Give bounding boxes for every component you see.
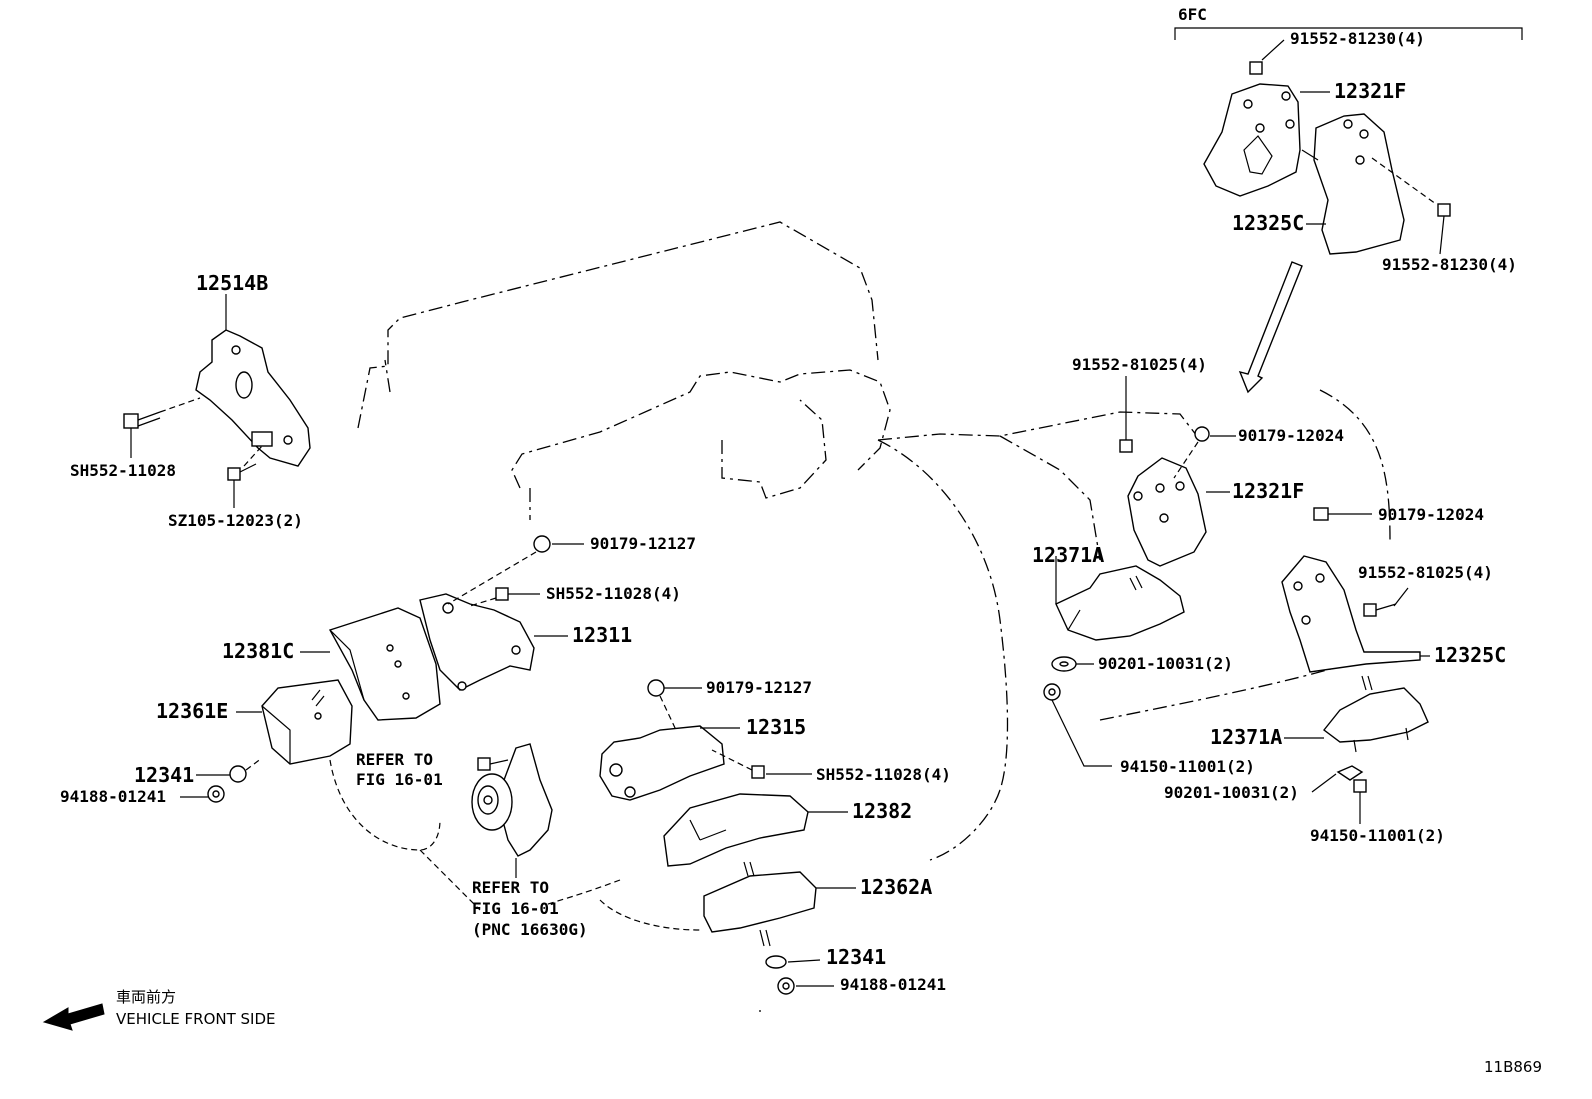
- label-refer-a-2: FIG 16-01: [356, 770, 443, 789]
- bracket-12315: [599, 725, 725, 801]
- label-refer-b-3: (PNC 16630G): [472, 920, 588, 939]
- label-91552-81230-top: 91552-81230(4): [1290, 29, 1425, 48]
- label-12325C-mid: 12325C: [1434, 643, 1506, 667]
- label-12361E: 12361E: [156, 699, 228, 723]
- label-sh552-11028-4-b: SH552-11028(4): [816, 765, 951, 784]
- label-12311: 12311: [572, 623, 632, 647]
- nut-90179-12127-b: [647, 679, 677, 731]
- front-label-jp: 車両前方: [116, 988, 176, 1006]
- label-12321F-mid: 12321F: [1232, 479, 1304, 503]
- label-refer-a-1: REFER TO: [356, 750, 433, 769]
- bolt-sh552-11028-4a: [469, 587, 509, 607]
- nut-94188-left: [207, 785, 225, 803]
- label-refer-b-2: FIG 16-01: [472, 899, 559, 918]
- label-90179-12024-a: 90179-12024: [1238, 426, 1344, 445]
- figure-id: 11B869: [1484, 1058, 1542, 1076]
- label-94188-01241-left: 94188-01241: [60, 787, 166, 806]
- label-94150-11001-a: 94150-11001(2): [1120, 757, 1255, 776]
- pulley-bracket: [471, 743, 553, 857]
- nut-90179-12024-b: [1313, 507, 1329, 521]
- insulator-12361E: [261, 679, 353, 765]
- label-90179-12127-a: 90179-12127: [590, 534, 696, 553]
- front-label-en: VEHICLE FRONT SIDE: [116, 1010, 276, 1028]
- nut-94188-center: [777, 977, 795, 995]
- insulator-12371A-left: [1055, 565, 1185, 641]
- bolt-sh552-11028-4b: [711, 749, 765, 779]
- bracket-12311: [419, 593, 535, 691]
- inset-bracket-6fc: [1174, 27, 1523, 255]
- bracket-12325C-mid: [1281, 555, 1421, 673]
- engine-outline: [357, 221, 1391, 1012]
- label-94188-01241-center: 94188-01241: [840, 975, 946, 994]
- label-12514B: 12514B: [196, 271, 268, 295]
- insulator-12371A-right: [1323, 675, 1429, 753]
- label-refer-b-1: REFER TO: [472, 878, 549, 897]
- nut-94150-left: [1043, 683, 1061, 701]
- label-12315: 12315: [746, 715, 806, 739]
- nut-90179-12127-a: [447, 535, 551, 605]
- label-90201-10031-b: 90201-10031(2): [1164, 783, 1299, 802]
- label-12362A: 12362A: [860, 875, 932, 899]
- leader-lines: [130, 39, 1445, 987]
- washer-90201-right: [1336, 765, 1364, 781]
- label-12321F-top: 12321F: [1334, 79, 1406, 103]
- label-90179-12127-b: 90179-12127: [706, 678, 812, 697]
- variant-label: 6FC: [1178, 5, 1207, 24]
- label-94150-11001-b: 94150-11001(2): [1310, 826, 1445, 845]
- bolt-sh552-11028: [123, 411, 161, 440]
- nut-12341-left: [229, 757, 263, 783]
- label-12371A-left: 12371A: [1032, 543, 1104, 567]
- vehicle-front-indicator: 車両前方 VEHICLE FRONT SIDE: [42, 988, 276, 1031]
- label-91552-81230-right: 91552-81230(4): [1382, 255, 1517, 274]
- bracket-12321F-mid: [1119, 426, 1210, 567]
- label-91552-81025-a: 91552-81025(4): [1072, 355, 1207, 374]
- insulator-12381C: [328, 607, 441, 721]
- bolt-sz105-12023: [227, 463, 257, 500]
- label-12341-left: 12341: [134, 763, 194, 787]
- front-arrow-icon: [42, 1003, 105, 1031]
- label-12325C-top: 12325C: [1232, 211, 1304, 235]
- label-12382: 12382: [852, 799, 912, 823]
- label-90201-10031-a: 90201-10031(2): [1098, 654, 1233, 673]
- washer-12341-center: [765, 955, 787, 969]
- washer-90201-left: [1051, 656, 1077, 672]
- nut-94150-right: [1353, 779, 1367, 793]
- inset-arrow: [1238, 261, 1303, 394]
- label-90179-12024-b: 90179-12024: [1378, 505, 1484, 524]
- label-12371A-right: 12371A: [1210, 725, 1282, 749]
- label-12341-center: 12341: [826, 945, 886, 969]
- transmission-arcs: [329, 759, 701, 931]
- insulator-12362A: [703, 861, 817, 947]
- part-labels: 6FC 12514B SH552-11028 SZ105-12023(2) 90…: [60, 5, 1517, 994]
- label-sh552-11028-4-a: SH552-11028(4): [546, 584, 681, 603]
- insulator-12382: [663, 793, 809, 867]
- bracket-12514B: [159, 329, 311, 467]
- label-sz105-12023: SZ105-12023(2): [168, 511, 303, 530]
- label-sh552-11028: SH552-11028: [70, 461, 176, 480]
- label-12381C: 12381C: [222, 639, 294, 663]
- label-91552-81025-b: 91552-81025(4): [1358, 563, 1493, 582]
